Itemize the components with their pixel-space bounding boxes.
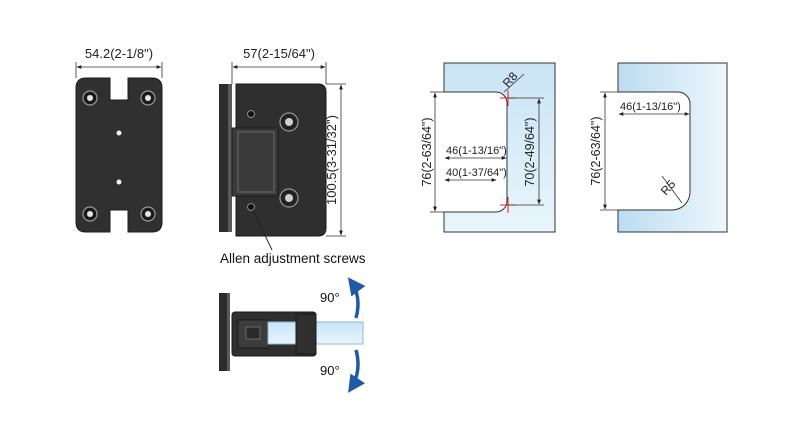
center-hole [116, 179, 122, 185]
hinge-body [235, 83, 327, 237]
glass-cutout-left: R8 76(2-63/64") 70(2-49/64") 46(1-13/16"… [420, 62, 556, 233]
side-width-label: 57(2-15/64") [243, 46, 315, 61]
screw-head [279, 188, 299, 208]
cutout-inner-height-label: 70(2-49/64") [523, 117, 537, 186]
allen-screw-leader: Allen adjustment screws [220, 209, 366, 266]
notch-depth-label: 46(1-13/16") [620, 101, 681, 113]
glass-panel-right [617, 62, 728, 233]
hinge-knuckle-highlight [237, 131, 275, 193]
rotation-wall-plate-edge [227, 293, 230, 371]
cutout-depth-outer-label: 46(1-13/16") [446, 145, 507, 157]
glass-cutout-right: 76(2-63/64") 46(1-13/16") R5 [589, 62, 728, 233]
center-hole [116, 130, 122, 136]
notch-height-label: 76(2-63/64") [589, 116, 603, 185]
front-width-dimension: 54.2(2-1/8") [75, 46, 163, 78]
cutout-depth-inner-dimension: 40(1-37/64") [444, 167, 507, 182]
notch-depth-dimension: 46(1-13/16") [618, 101, 690, 116]
cutout-height-dimension: 76(2-63/64") [420, 91, 444, 213]
wall-plate-edge [228, 84, 232, 232]
rotation-clamp [295, 313, 317, 355]
cutout-height-label: 76(2-63/64") [420, 117, 434, 186]
side-width-dimension: 57(2-15/64") [231, 46, 327, 84]
wall-plate [219, 84, 228, 232]
side-height-label: 100.5(3-31/32") [324, 115, 339, 205]
notch-radius-callout: R5 [658, 175, 683, 204]
screw-hole [140, 90, 156, 106]
side-height-dimension: 100.5(3-31/32") [324, 83, 346, 237]
front-width-label: 54.2(2-1/8") [85, 46, 153, 61]
rotation-view: 90° 90° [219, 277, 366, 393]
glass-panel-left [443, 62, 556, 233]
screw-head [279, 112, 299, 132]
rotation-knuckle-pin [245, 326, 261, 340]
allen-screw-note: Allen adjustment screws [220, 251, 366, 266]
notch-height-dimension: 76(2-63/64") [589, 91, 618, 211]
rotation-arrow-down-icon [348, 349, 366, 393]
hinge-knuckle [231, 127, 279, 197]
front-view: 54.2(2-1/8") [75, 46, 163, 233]
rotation-bottom-label: 90° [320, 363, 340, 378]
rotation-wall-plate [219, 293, 227, 371]
cutout-depth-inner-label: 40(1-37/64") [446, 167, 507, 179]
allen-screw [247, 110, 255, 118]
screw-hole [140, 206, 156, 222]
side-view: 57(2-15/64") 100.5(3-31/32") Allen adjus… [219, 46, 366, 266]
screw-hole [82, 90, 98, 106]
cutout-depth-outer-dimension: 46(1-13/16") [444, 145, 507, 160]
allen-screw [247, 203, 255, 211]
cutout-inner-height-dimension: 70(2-49/64") [508, 97, 544, 206]
screw-hole [82, 206, 98, 222]
front-plate [75, 77, 163, 233]
rotation-top-label: 90° [320, 290, 340, 305]
rotation-arrow-up-icon [347, 277, 366, 319]
